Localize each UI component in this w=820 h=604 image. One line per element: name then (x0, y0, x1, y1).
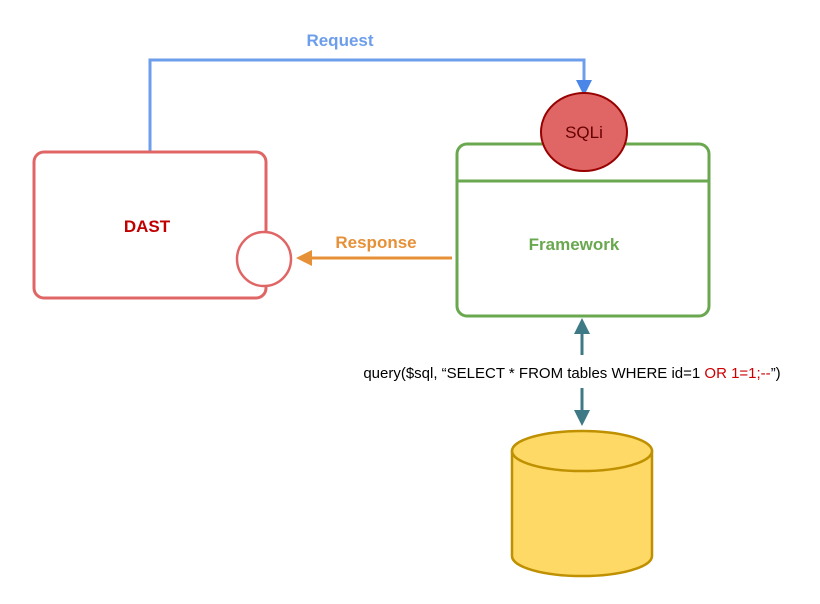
request-label: Request (306, 31, 373, 50)
database-cylinder-icon (510, 429, 654, 578)
framework-db-down-arrow (574, 388, 590, 426)
sql-query-suffix: ”) (771, 365, 781, 382)
framework-label: Framework (529, 235, 620, 254)
dast-box (32, 150, 268, 300)
dast-response-port (235, 230, 293, 288)
framework-box (455, 142, 711, 318)
sqli-label: SQLi (565, 123, 603, 142)
dast-label: DAST (124, 217, 171, 236)
request-arrowhead (576, 80, 592, 96)
sql-injected-payload: OR 1=1;-- (704, 365, 770, 382)
request-connector (148, 58, 592, 152)
framework-db-up-arrow (574, 318, 590, 355)
response-arrowhead (296, 250, 312, 266)
response-label: Response (335, 233, 416, 252)
response-connector (296, 250, 452, 266)
sql-query: query($sql, “SELECT * FROM tables WHERE … (363, 365, 780, 382)
sql-query-prefix: query($sql, “SELECT * FROM tables WHERE … (363, 365, 704, 382)
sqli-node (540, 92, 628, 172)
